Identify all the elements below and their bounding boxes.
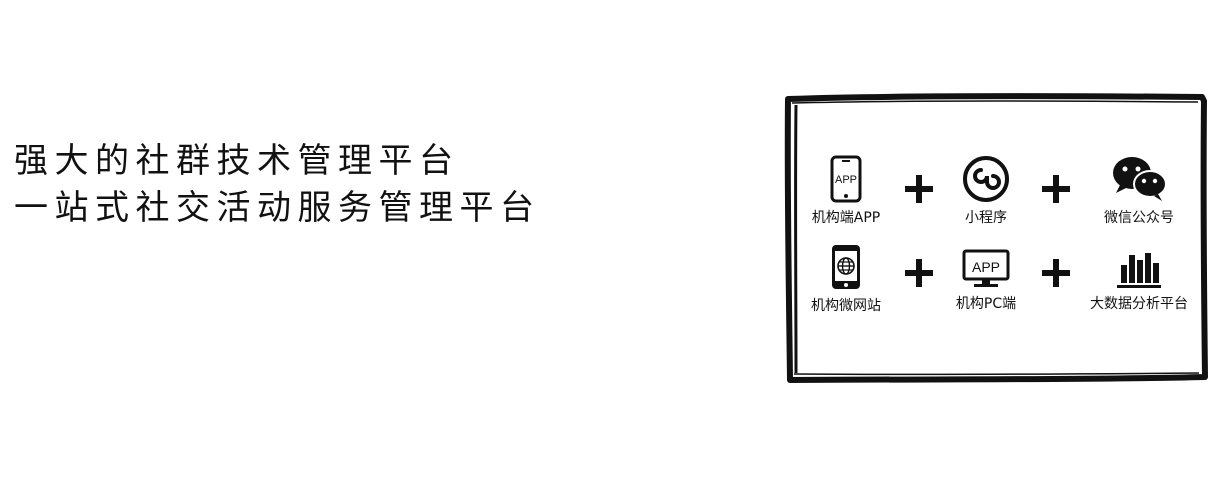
phone-app-icon: APP xyxy=(830,155,862,203)
wechat-icon xyxy=(1113,157,1167,201)
phone-globe-icon xyxy=(832,245,860,289)
feature-label: 微信公众号 xyxy=(1104,210,1174,226)
mini-program-icon xyxy=(963,156,1009,202)
hand-drawn-frame xyxy=(784,93,1208,383)
headline-line-1: 强大的社群技术管理平台 xyxy=(14,141,460,181)
headline: 强大的社群技术管理平台 一站式社交活动服务管理平台 xyxy=(14,138,541,232)
feature-label: 小程序 xyxy=(965,210,1007,226)
feature-board: APP 机构端APP 小程序 微信公众号 xyxy=(784,93,1208,383)
headline-line-2: 一站式社交活动服务管理平台 xyxy=(14,188,541,228)
plus-icon xyxy=(1042,175,1070,203)
feature-institution-pc: APP 机构PC端 xyxy=(921,249,1051,313)
plus-icon xyxy=(905,259,933,287)
bar-chart-icon xyxy=(1117,253,1161,288)
feature-mini-program: 小程序 xyxy=(921,155,1051,227)
monitor-app-icon: APP xyxy=(962,249,1010,287)
feature-label: 机构PC端 xyxy=(955,296,1017,312)
plus-icon xyxy=(1042,259,1070,287)
feature-wechat-account: 微信公众号 xyxy=(1074,155,1204,227)
feature-label: 机构微网站 xyxy=(811,298,881,314)
phone-app-icon-text: APP xyxy=(835,174,857,186)
feature-label: 机构端APP xyxy=(811,210,881,226)
feature-big-data-platform: 大数据分析平台 xyxy=(1074,251,1204,313)
feature-institution-microsite: 机构微网站 xyxy=(781,243,911,315)
plus-icon xyxy=(905,175,933,203)
feature-label: 大数据分析平台 xyxy=(1090,296,1188,312)
monitor-app-icon-text: APP xyxy=(972,259,1000,275)
feature-institution-app: APP 机构端APP xyxy=(781,155,911,227)
